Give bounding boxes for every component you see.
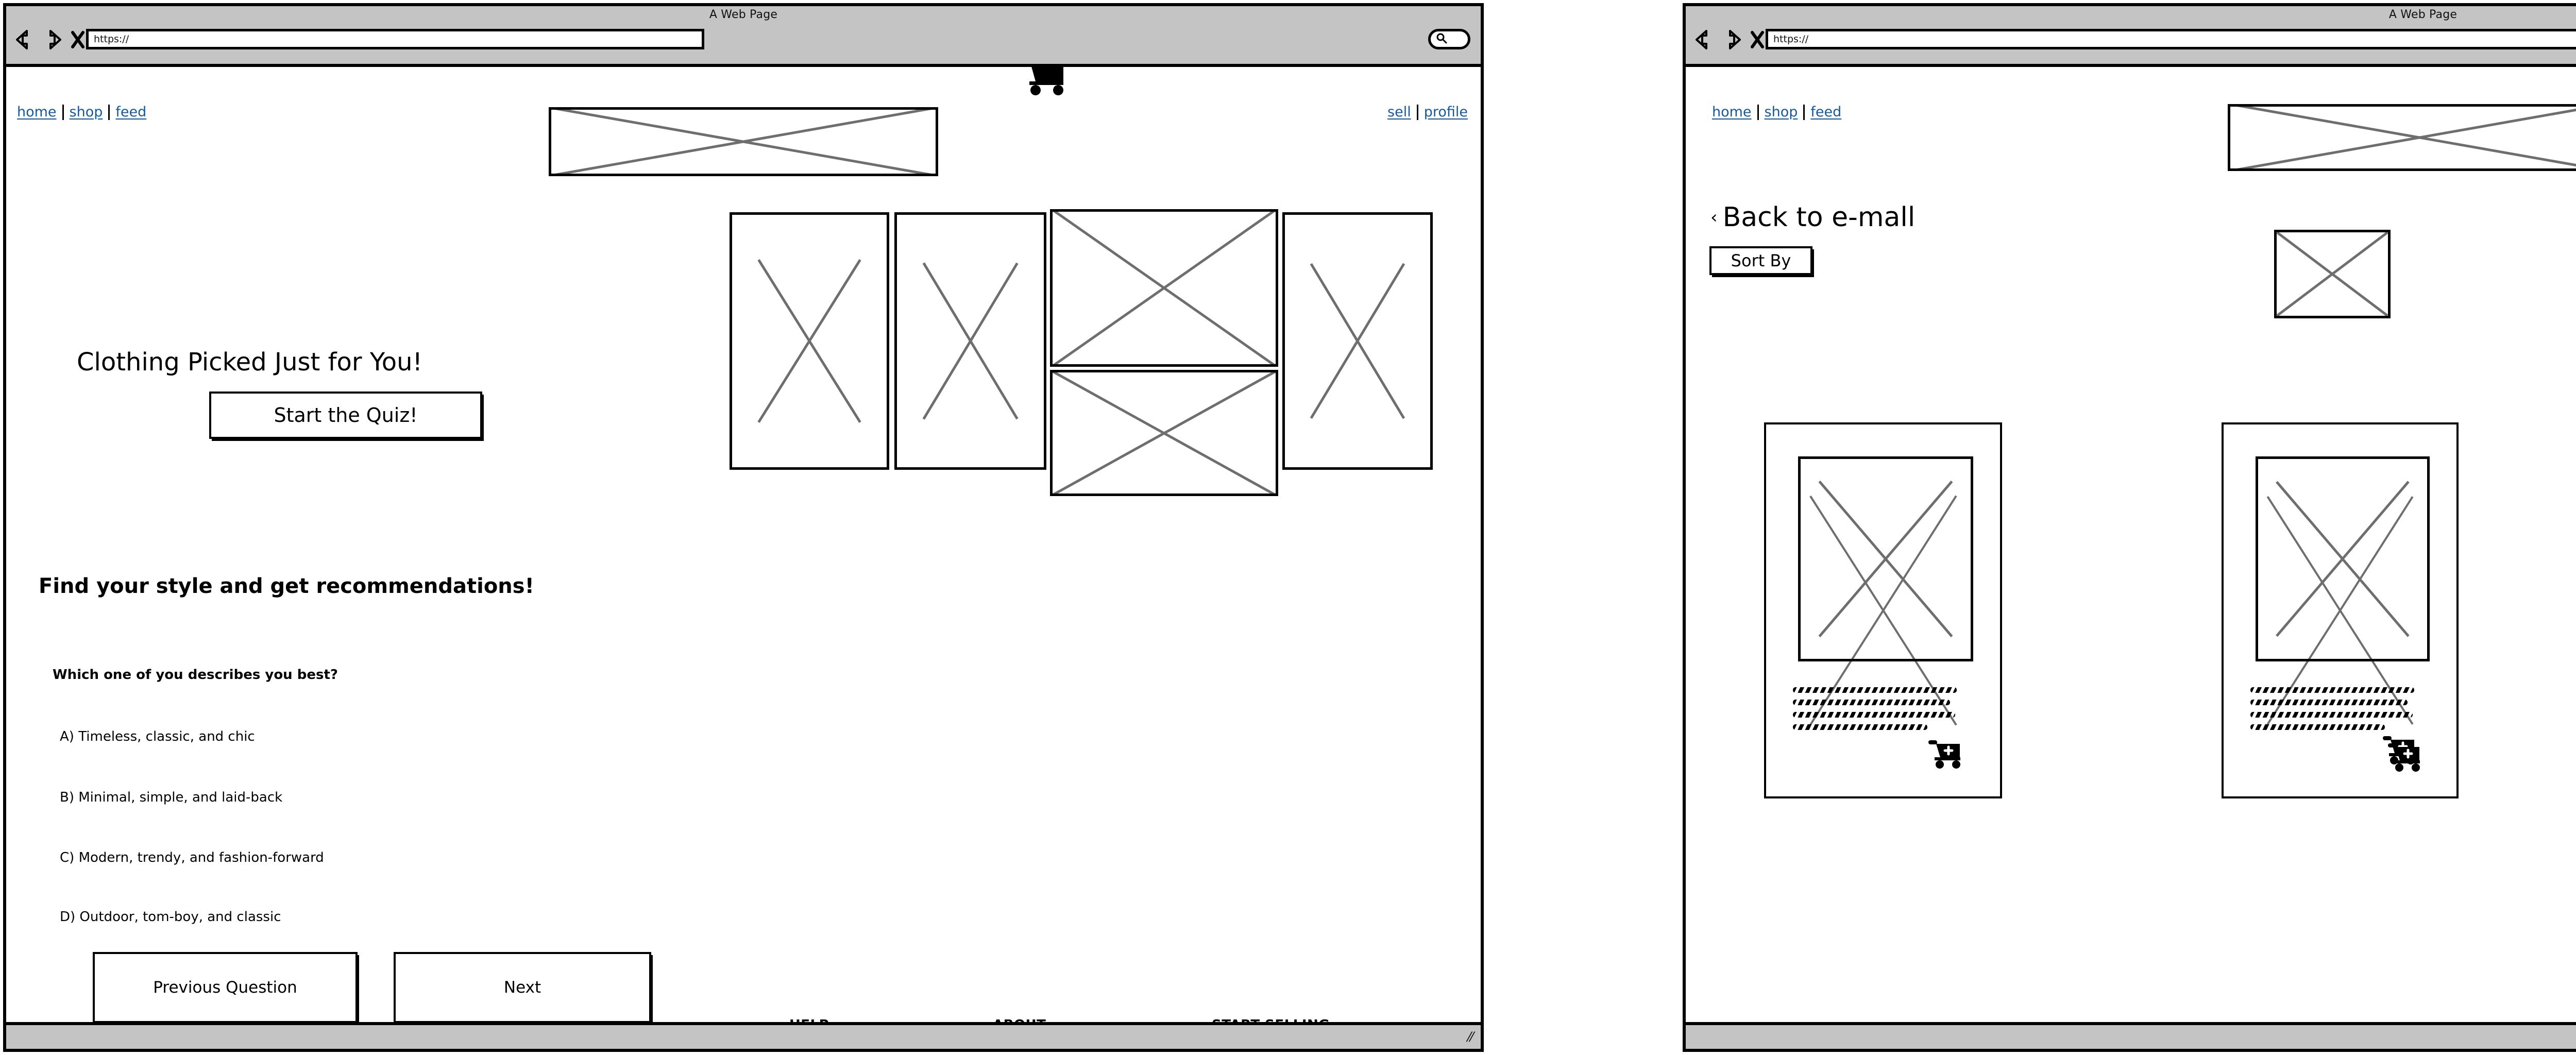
quiz-heading: Find your style and get recommendations! (39, 574, 534, 598)
nav-divider (1416, 104, 1418, 120)
resize-grip-icon[interactable]: // (1465, 1029, 1475, 1044)
nav-link-sell[interactable]: sell (1387, 104, 1411, 120)
url-text: https:// (94, 33, 129, 45)
forward-arrow-icon[interactable] (42, 29, 63, 50)
nav-link-profile[interactable]: profile (1423, 104, 1468, 120)
sort-by-button[interactable]: Sort By (1709, 246, 1812, 275)
quiz-question: Which one of you describes you best? (53, 667, 338, 683)
close-x-icon[interactable] (1750, 29, 1765, 50)
scribble-line (2250, 687, 2414, 693)
url-bar[interactable]: https:// (1766, 29, 2576, 49)
chevron-left-icon: ‹ (1710, 207, 1718, 228)
browser-chrome-right: A Web Page https:// (1686, 6, 2576, 67)
url-bar[interactable]: https:// (86, 29, 704, 49)
logo-placeholder (2228, 104, 2576, 171)
browser-window-left: A Web Page https:// (3, 3, 1484, 1052)
scribble-line (2250, 712, 2413, 718)
nav-divider (1803, 104, 1805, 120)
hero-headline: Clothing Picked Just for You! (77, 348, 422, 377)
scribble-line (1793, 724, 1927, 730)
status-bar-left: // (6, 1022, 1481, 1049)
window-title: A Web Page (709, 8, 778, 21)
product-description (1793, 687, 1957, 730)
quiz-option-a[interactable]: A) Timeless, classic, and chic (60, 729, 255, 744)
site-nav-right-window: home shop feed (1706, 104, 1847, 120)
footer-link-help[interactable]: HELP (789, 1017, 829, 1022)
url-text: https:// (1773, 33, 1809, 45)
quiz-option-c[interactable]: C) Modern, trendy, and fashion-forward (60, 850, 324, 865)
browser-window-right: A Web Page https:// ho (1683, 3, 2576, 1052)
next-label: Next (503, 978, 541, 997)
hero-panel-4[interactable] (1282, 212, 1433, 470)
logo-placeholder (549, 107, 938, 176)
status-bar-right: // (1686, 1022, 2576, 1049)
product-image-placeholder (1798, 456, 1973, 661)
back-to-emall-link[interactable]: ‹ Back to e-mall (1710, 202, 1915, 233)
previous-question-label: Previous Question (153, 978, 297, 997)
scribble-line (1793, 712, 1955, 718)
add-to-cart-icon[interactable] (1927, 738, 1964, 772)
back-arrow-icon[interactable] (14, 29, 35, 50)
nav-link-shop[interactable]: shop (1764, 104, 1798, 120)
browser-search-box[interactable] (1428, 29, 1470, 49)
hero-collage (730, 204, 1433, 496)
next-button[interactable]: Next (394, 952, 651, 1022)
product-card[interactable] (2222, 422, 2459, 798)
quiz-option-b[interactable]: B) Minimal, simple, and laid-back (60, 790, 283, 805)
page-viewport-left: home shop feed sell profile (6, 67, 1481, 1022)
footer-link-start-selling[interactable]: START SELLING (1212, 1017, 1330, 1022)
nav-link-home[interactable]: home (17, 104, 57, 120)
page-viewport-right: home shop feed sell profile (1686, 67, 2576, 1022)
site-nav-left: home shop feed (11, 104, 152, 120)
back-arrow-icon[interactable] (1694, 29, 1715, 50)
nav-divider (62, 104, 64, 120)
add-to-cart-icon[interactable] (2381, 734, 2426, 776)
shopping-cart-icon[interactable] (1020, 67, 1066, 99)
magnifier-icon (1436, 32, 1447, 46)
start-quiz-label: Start the Quiz! (274, 404, 418, 427)
scribble-line (2250, 700, 2408, 705)
scribble-line (1793, 700, 1951, 705)
start-quiz-button[interactable]: Start the Quiz! (209, 392, 482, 439)
product-card[interactable] (1764, 422, 2002, 798)
previous-question-button[interactable]: Previous Question (93, 952, 358, 1022)
forward-arrow-icon[interactable] (1722, 29, 1742, 50)
back-to-emall-label: Back to e-mall (1722, 202, 1916, 233)
scribble-line (1793, 687, 1957, 693)
window-title: A Web Page (2388, 8, 2458, 21)
hero-panel-3-bottom[interactable] (1050, 370, 1278, 496)
hero-panel-1[interactable] (730, 212, 889, 470)
nav-divider (108, 104, 110, 120)
sort-by-label: Sort By (1731, 251, 1791, 270)
product-image-placeholder (2256, 456, 2430, 661)
hero-panel-2[interactable] (894, 212, 1046, 470)
quiz-option-d[interactable]: D) Outdoor, tom-boy, and classic (60, 909, 281, 925)
nav-link-shop[interactable]: shop (69, 104, 103, 120)
product-description (2250, 687, 2414, 730)
footer-link-about[interactable]: ABOUT (993, 1017, 1046, 1022)
nav-link-home[interactable]: home (1712, 104, 1752, 120)
scribble-line (2250, 724, 2385, 730)
browser-chrome-left: A Web Page https:// (6, 6, 1481, 67)
close-x-icon[interactable] (70, 29, 86, 50)
nav-divider (1757, 104, 1759, 120)
hero-panel-3-top[interactable] (1050, 209, 1278, 367)
nav-link-feed[interactable]: feed (1810, 104, 1842, 120)
site-nav-right-left-window: sell profile (1382, 104, 1473, 120)
nav-link-feed[interactable]: feed (115, 104, 147, 120)
secondary-image-placeholder (2274, 230, 2391, 318)
